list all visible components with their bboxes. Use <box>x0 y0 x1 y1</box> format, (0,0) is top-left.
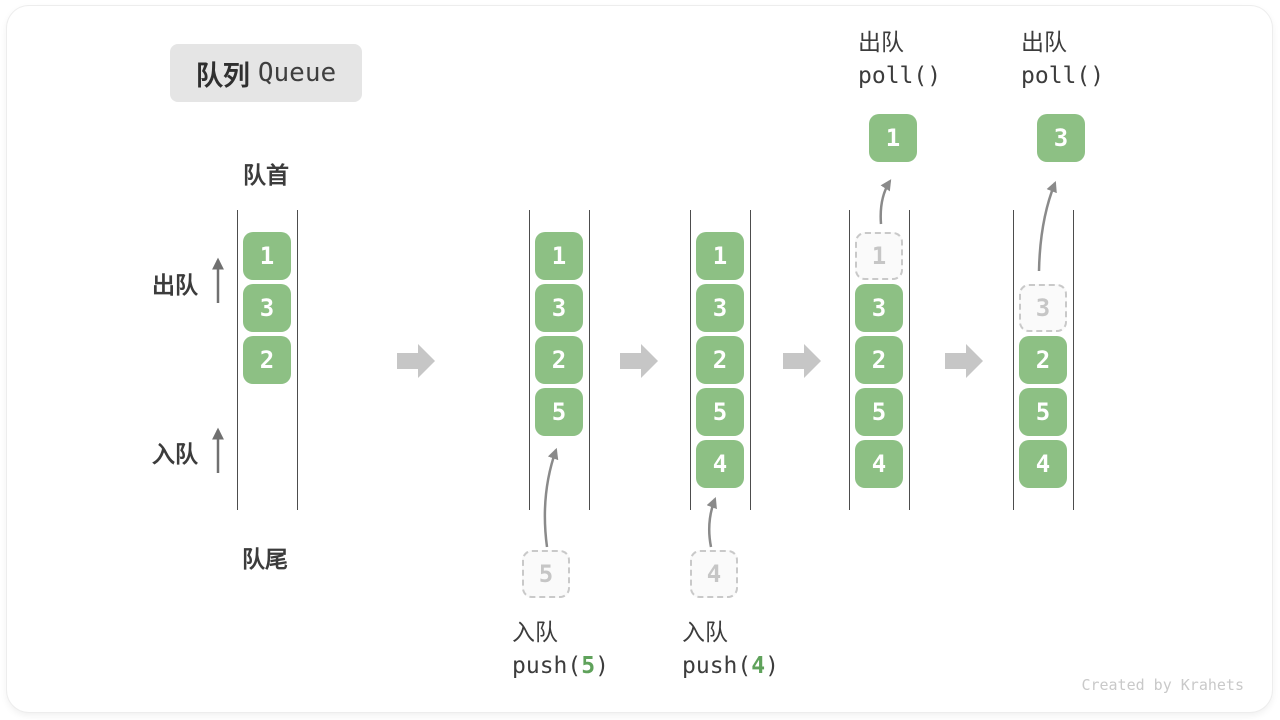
title-zh: 队列 <box>195 60 250 91</box>
queue-item: 3 <box>535 284 583 332</box>
enqueue-side-label: 入队 <box>152 441 198 467</box>
queue-item: 3 <box>855 284 903 332</box>
poll2-op-name: 出队 <box>1021 29 1067 55</box>
queue-front-label: 队首 <box>243 162 289 188</box>
queue-state-2: 1 3 2 5 <box>529 210 590 510</box>
polled-item: 1 <box>869 114 917 162</box>
queue-item: 5 <box>535 388 583 436</box>
queue-item: 1 <box>696 232 744 280</box>
push4-fn-close: ) <box>765 653 779 679</box>
poll1-op-code: poll() <box>858 63 942 89</box>
push5-fn-close: ) <box>595 653 609 679</box>
push4-op-code: push(4) <box>682 655 779 678</box>
queue-item: 2 <box>535 336 583 384</box>
title-chip: 队列 Queue <box>170 44 362 102</box>
queue-item: 1 <box>243 232 291 280</box>
credit-text: Created by Krahets <box>1081 676 1244 694</box>
removed-item-placeholder: 3 <box>1019 284 1067 332</box>
poll1-operation-label: 出队 poll() <box>858 31 941 88</box>
push4-fn-open: push( <box>682 653 752 679</box>
queue-item: 1 <box>535 232 583 280</box>
queue-state-4: 1 3 2 5 4 <box>849 210 910 510</box>
queue-item: 2 <box>243 336 291 384</box>
polled-item: 3 <box>1037 114 1085 162</box>
queue-item: 5 <box>1019 388 1067 436</box>
push4-arg: 4 <box>751 653 766 679</box>
queue-item: 2 <box>855 336 903 384</box>
push4-op-name: 入队 <box>682 619 728 645</box>
removed-item-placeholder: 1 <box>855 232 903 280</box>
queue-item: 2 <box>696 336 744 384</box>
queue-item: 4 <box>855 440 903 488</box>
push5-operation-label: 入队 push(5) <box>512 621 609 678</box>
push5-op-code: push(5) <box>512 655 609 678</box>
queue-state-5: 3 2 5 4 <box>1013 210 1074 510</box>
queue-item: 3 <box>243 284 291 332</box>
queue-state-3: 1 3 2 5 4 <box>690 210 751 510</box>
push4-operation-label: 入队 push(4) <box>682 621 779 678</box>
poll2-op-code: poll() <box>1021 63 1105 89</box>
poll1-op-name: 出队 <box>858 29 904 55</box>
queue-item: 5 <box>696 388 744 436</box>
title-en: Queue <box>257 58 337 88</box>
push5-op-name: 入队 <box>512 619 558 645</box>
dequeue-side-label: 出队 <box>152 272 198 298</box>
poll2-operation-label: 出队 poll() <box>1021 31 1104 88</box>
queue-item: 3 <box>696 284 744 332</box>
incoming-item-placeholder: 5 <box>522 550 570 598</box>
queue-item: 2 <box>1019 336 1067 384</box>
queue-item: 4 <box>1019 440 1067 488</box>
diagram-card <box>7 6 1272 712</box>
push5-fn-open: push( <box>512 653 582 679</box>
incoming-item-placeholder: 4 <box>690 550 738 598</box>
queue-rear-label: 队尾 <box>242 546 288 572</box>
queue-state-1: 1 3 2 <box>237 210 298 510</box>
queue-item: 4 <box>696 440 744 488</box>
push5-arg: 5 <box>581 653 596 679</box>
queue-item: 5 <box>855 388 903 436</box>
